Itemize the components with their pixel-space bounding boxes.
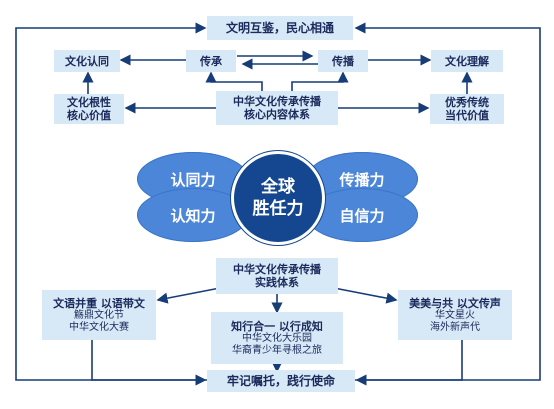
- core-system-line1: 中华文化传承传播: [233, 95, 321, 108]
- right-box-item-2: 海外新声代: [430, 321, 480, 333]
- arrow-left-to-banner: [91, 340, 207, 386]
- box-youxiu-chuantong: 优秀传统 当代价值: [430, 94, 504, 124]
- arrow-practice-to-left: [156, 287, 221, 304]
- center-line1: 全球: [261, 177, 295, 197]
- box-wenhua-genxing: 文化根性 核心价值: [54, 94, 124, 124]
- top-banner: 文明互鉴，民心相通: [207, 16, 353, 40]
- core-system-line2: 核心内容体系: [244, 108, 310, 121]
- mid-box-item-1: 中华文化大乐园: [242, 332, 312, 344]
- petal-renzhili: 认知力: [137, 188, 249, 242]
- box-meimei-yugong: 美美与共 以文传声 华文星火 海外新声代: [398, 290, 512, 340]
- arrow-practice-to-right: [333, 287, 398, 304]
- mid-box-title: 知行合一 以行成知: [231, 319, 323, 333]
- practice-line2: 实践体系: [255, 276, 299, 289]
- genxing-line1: 文化根性: [67, 96, 111, 109]
- box-wenhua-lijie: 文化理解: [431, 50, 503, 72]
- arrow-right-to-banner: [355, 340, 463, 386]
- box-chuancheng: 传承: [186, 50, 236, 72]
- box-practice-system: 中华文化传承传播 实践体系: [216, 258, 338, 294]
- genxing-line2: 核心价值: [67, 109, 111, 122]
- box-wenyu-bingzhong: 文语并重 以语带文 觞鼎文化节 中华文化大赛: [42, 290, 156, 340]
- box-zhixing-heyi: 知行合一 以行成知 中华文化大乐园 华裔青少年寻根之旅: [211, 312, 343, 364]
- bottom-banner: 牢记嘱托，践行使命: [207, 370, 355, 392]
- arrow-core-up-right: [291, 71, 349, 91]
- left-box-item-1: 觞鼎文化节: [74, 309, 124, 321]
- center-line2: 胜任力: [252, 199, 304, 219]
- box-core-content-system: 中华文化传承传播 核心内容体系: [216, 91, 338, 125]
- box-chuanbo: 传播: [318, 50, 368, 72]
- practice-line1: 中华文化传承传播: [233, 263, 321, 276]
- left-box-item-2: 中华文化大赛: [69, 321, 129, 333]
- youxiu-line2: 当代价值: [445, 109, 489, 122]
- box-wenhua-rentong: 文化认同: [54, 50, 120, 72]
- center-circle-global-competence: 全球 胜任力: [231, 151, 325, 245]
- youxiu-line1: 优秀传统: [445, 96, 489, 109]
- right-box-title: 美美与共 以文传声: [409, 296, 501, 310]
- arrow-core-up-left: [205, 71, 263, 91]
- right-box-item-1: 华文星火: [435, 309, 475, 321]
- mid-box-item-2: 华裔青少年寻根之旅: [232, 344, 322, 356]
- left-box-title: 文语并重 以语带文: [53, 296, 145, 310]
